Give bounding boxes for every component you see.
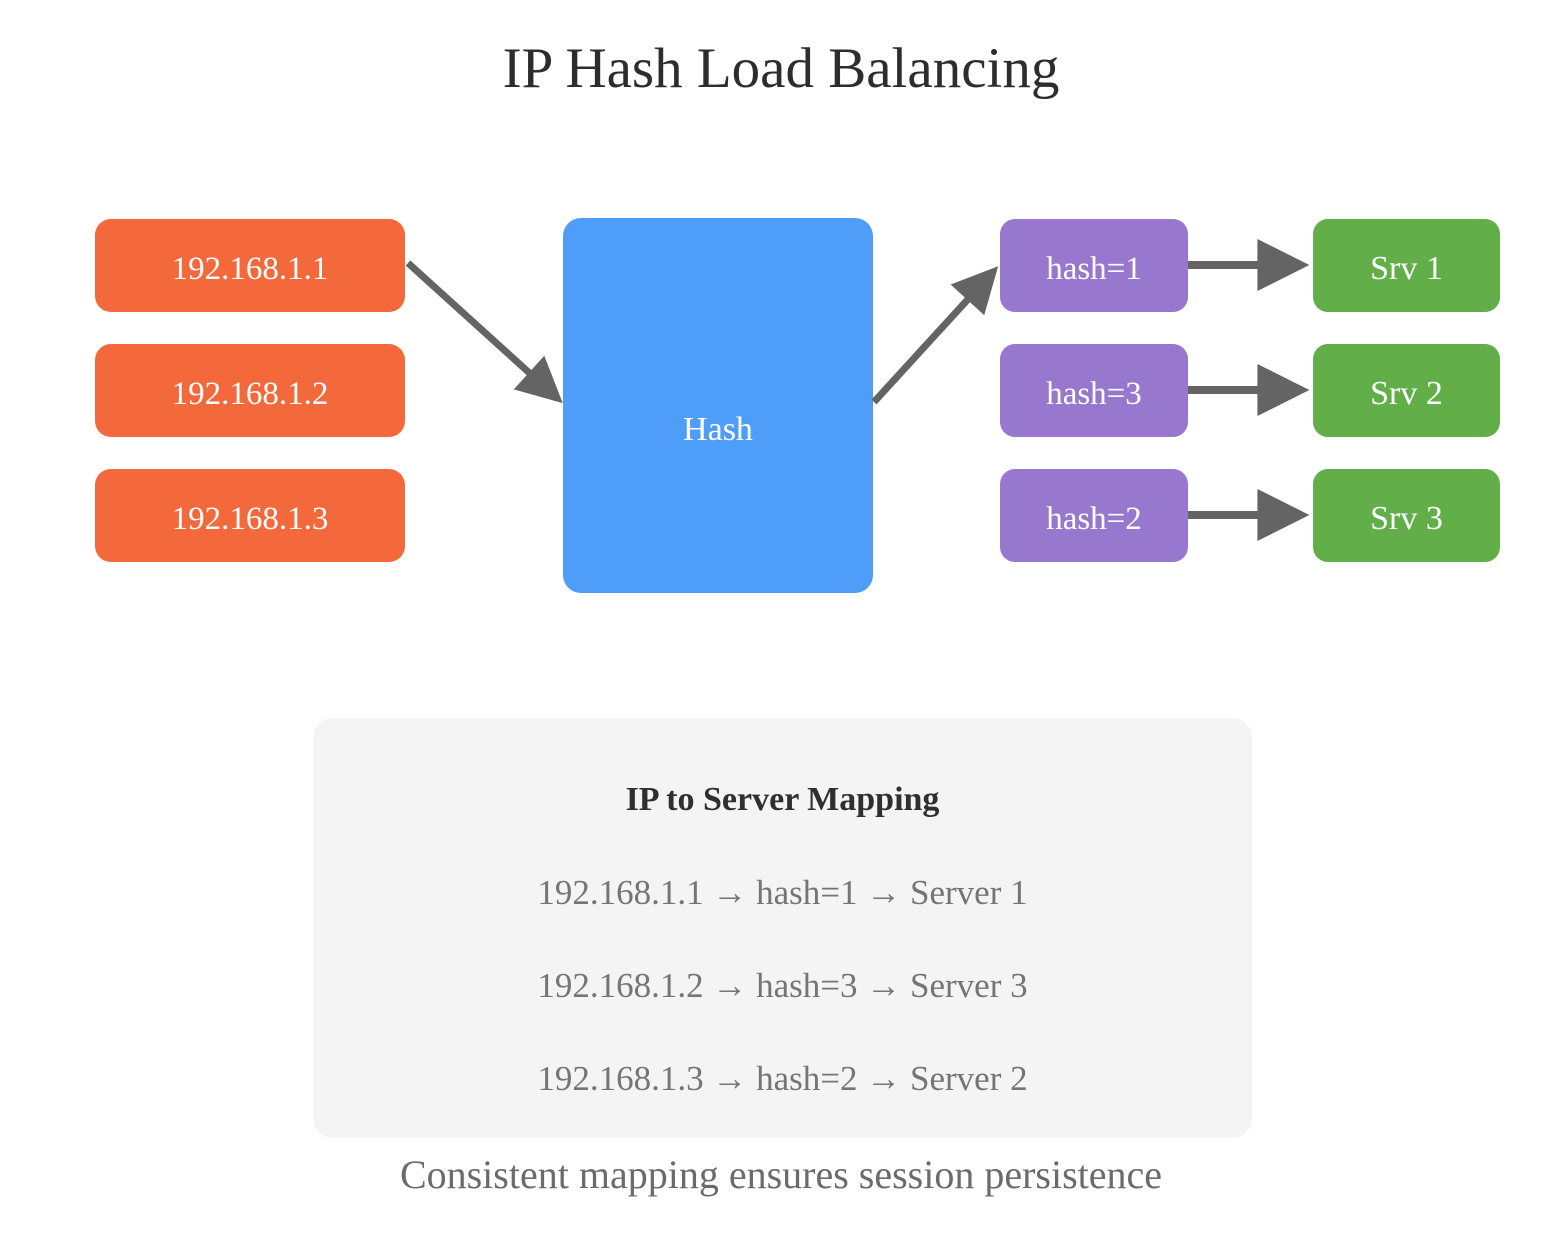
hash-result-node-3: hash=2 — [1000, 469, 1188, 562]
hash-result-node-2: hash=3 — [1000, 344, 1188, 437]
server-node-3: Srv 3 — [1313, 469, 1500, 562]
server-node-1: Srv 1 — [1313, 219, 1500, 312]
client-ip-node-1: 192.168.1.1 — [95, 219, 405, 312]
diagram-title: IP Hash Load Balancing — [502, 37, 1060, 100]
client-ip-node-3: 192.168.1.3 — [95, 469, 405, 562]
mapping-panel-title: IP to Server Mapping — [625, 781, 940, 818]
mapping-row-2: 192.168.1.2 → hash=3 → Server 3 — [537, 966, 1028, 1005]
hash-function-node: Hash — [563, 218, 873, 593]
mapping-row-1: 192.168.1.1 → hash=1 → Server 1 — [537, 873, 1028, 912]
mapping-panel: IP to Server Mapping 192.168.1.1 → hash=… — [313, 718, 1252, 1138]
hash-result-node-1: hash=1 — [1000, 219, 1188, 312]
client-ip-node-2: 192.168.1.2 — [95, 344, 405, 437]
arrow-client1-to-hash — [405, 260, 563, 404]
mapping-row-3: 192.168.1.3 → hash=2 → Server 2 — [537, 1059, 1028, 1098]
arrow-hash-to-hashresult1 — [871, 266, 999, 405]
diagram-caption: Consistent mapping ensures session persi… — [399, 1152, 1163, 1197]
server-node-2: Srv 2 — [1313, 344, 1500, 437]
